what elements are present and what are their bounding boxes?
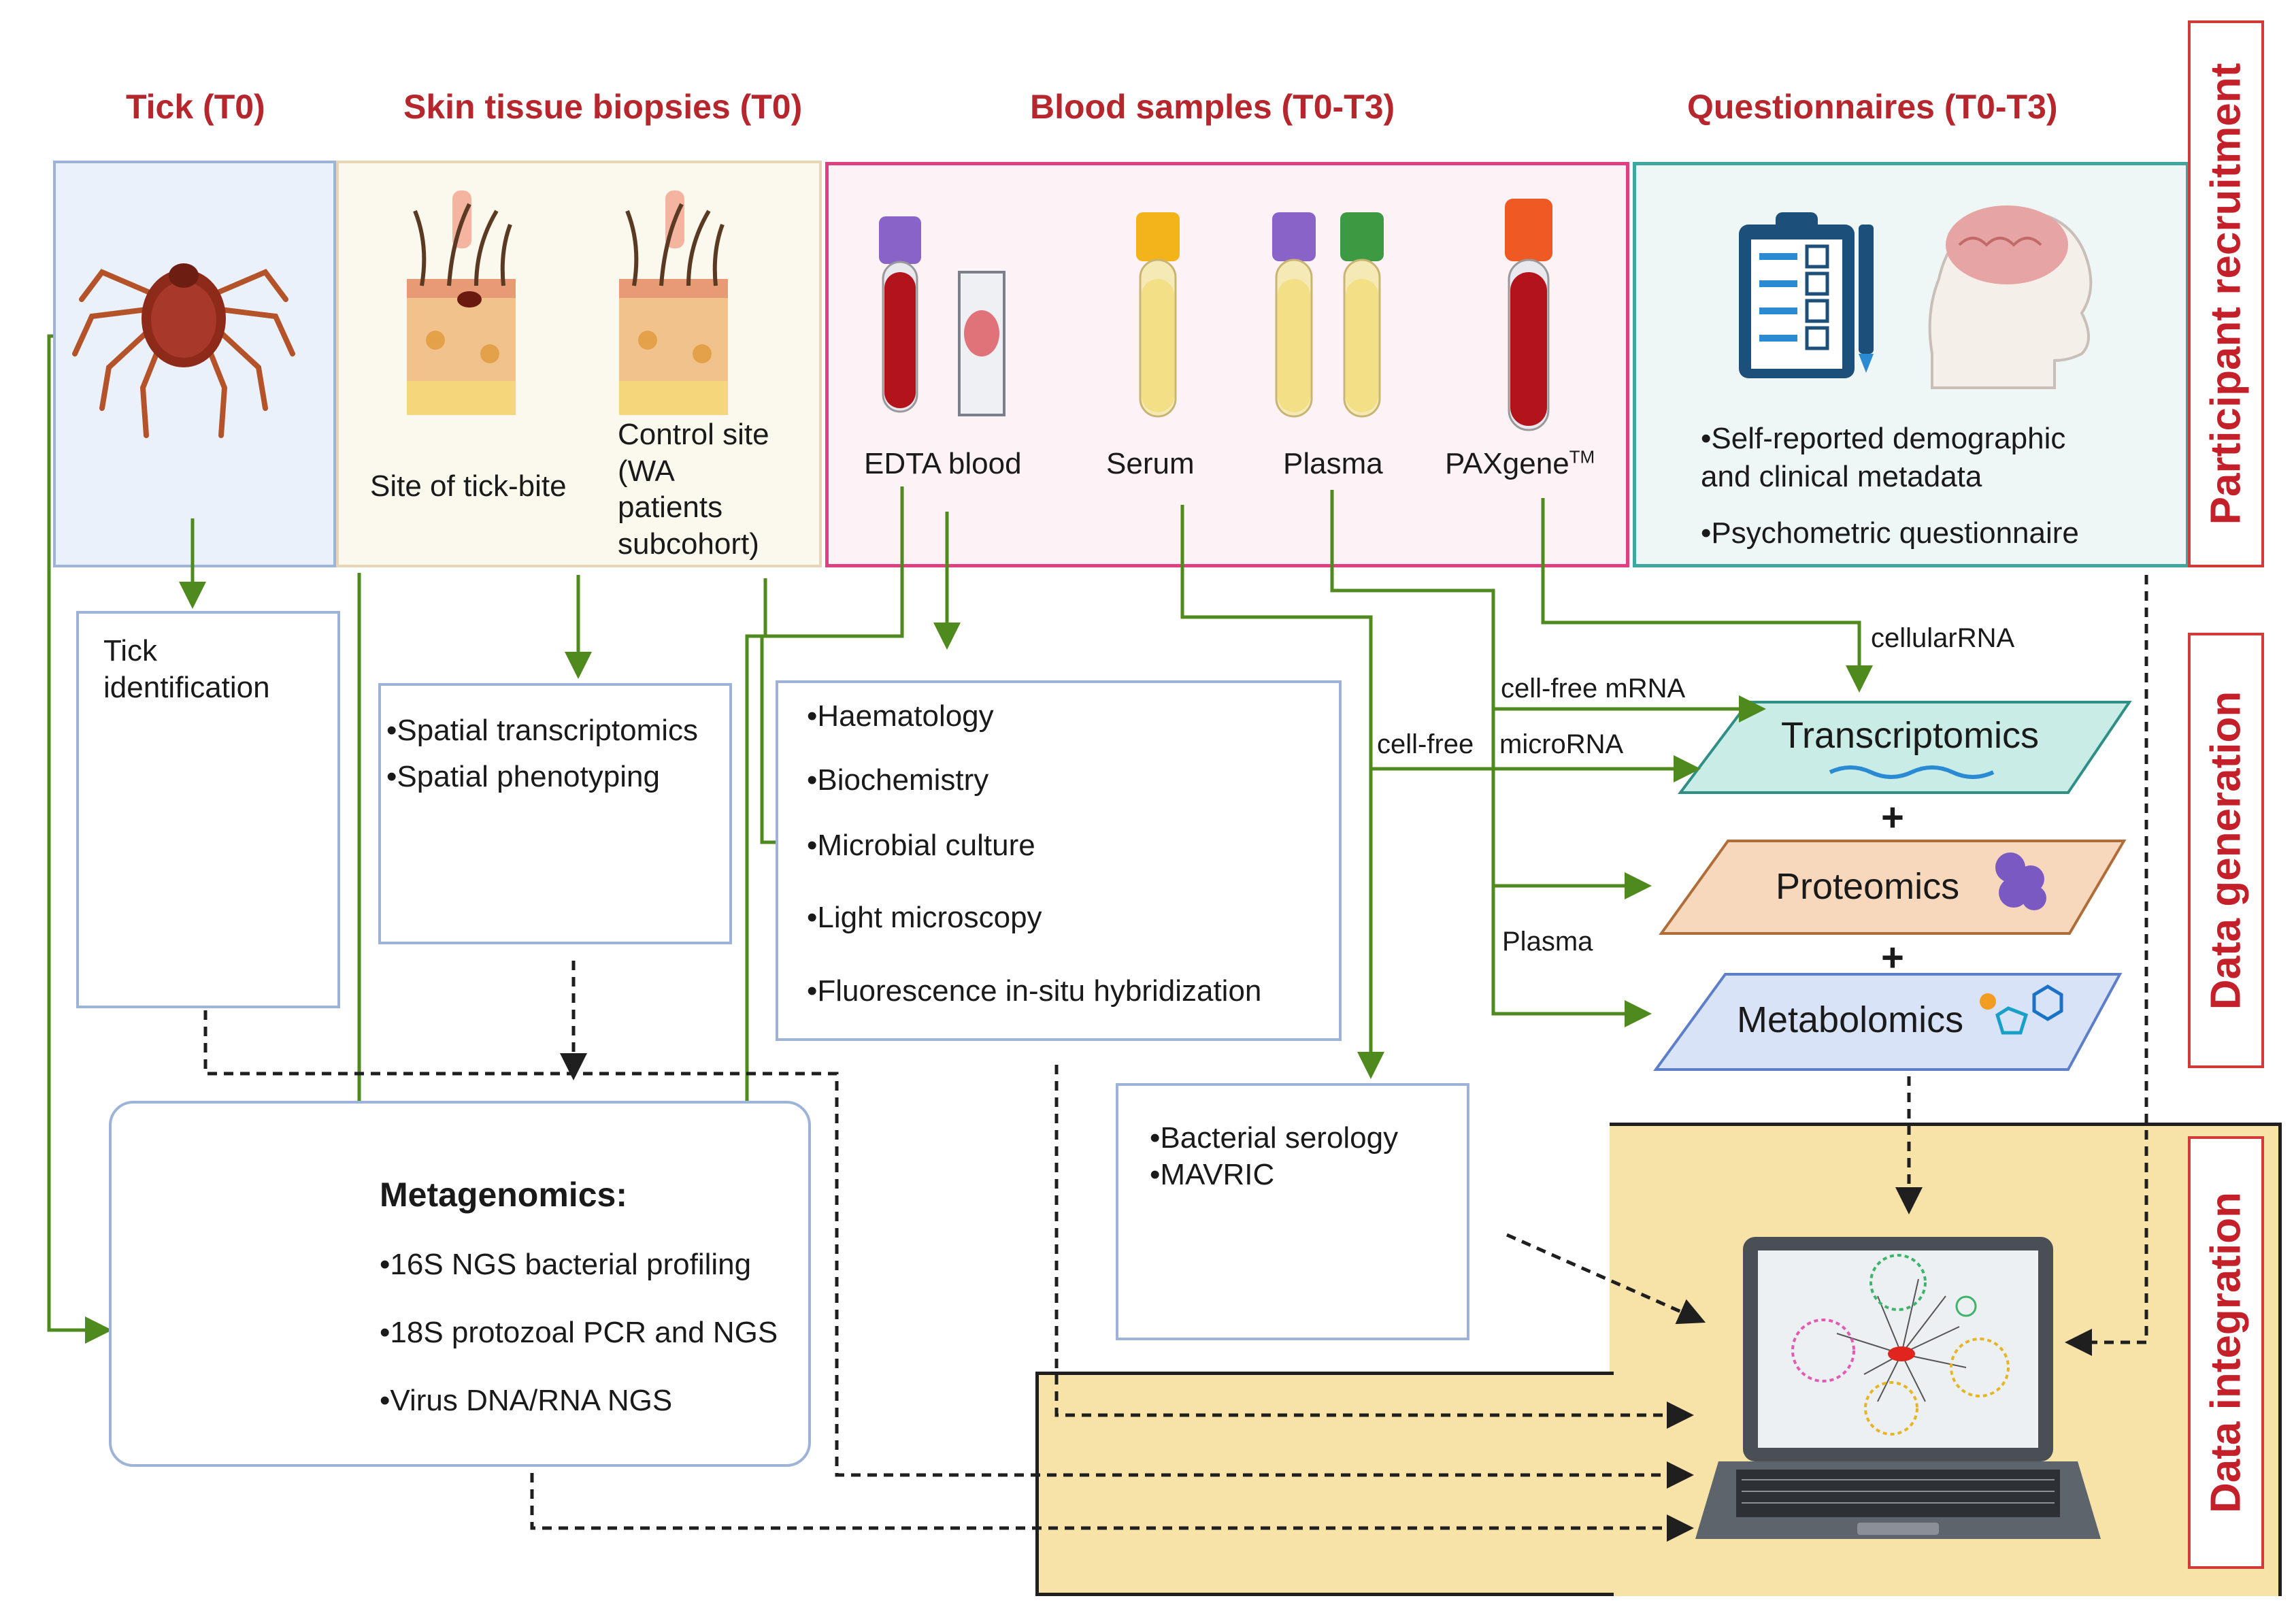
spatial-box: •Spatial transcriptomics •Spatial phenot… — [378, 683, 732, 944]
brain-head-icon — [1928, 205, 2093, 389]
cell-free-mrna-label: cell-free mRNA — [1501, 674, 1686, 703]
arrow-paxgene-to-transcriptomics — [1541, 498, 1873, 693]
plasma-tube-icon-2 — [1340, 212, 1384, 418]
tick-icon — [72, 263, 295, 438]
side-label-integration: Data integration — [2188, 1136, 2264, 1569]
spatial-items: •Spatial transcriptomics •Spatial phenot… — [386, 708, 698, 800]
tick-header: Tick (T0) — [126, 88, 265, 126]
spatial-item: •Spatial transcriptomics — [386, 714, 699, 747]
serum-label: Serum — [1106, 447, 1195, 480]
site-bite-label: Site of tick-bite — [370, 469, 567, 503]
metabolomics-shape — [1653, 973, 2123, 1071]
lab-box: •Haematology •Biochemistry •Microbial cu… — [776, 680, 1342, 1041]
questionnaire-header: Questionnaires (T0-T3) — [1687, 88, 2058, 126]
integration-area-lower — [1035, 1372, 1614, 1596]
arrow-control-to-metagenomics — [733, 578, 767, 1148]
tick-identification-line: Tick — [103, 634, 158, 667]
cellular-rna-label: cellularRNA — [1871, 623, 2015, 653]
dash-tickid-to-laptop — [203, 1010, 1694, 1489]
proteomics-label: Proteomics — [1776, 866, 1960, 907]
blood-header: Blood samples (T0-T3) — [1030, 88, 1395, 126]
control-site-line: patients — [618, 491, 723, 525]
paxgene-text: PAXgene — [1445, 447, 1569, 480]
lab-item: •Biochemistry — [807, 763, 989, 797]
questionnaire-item: •Self-reported demographic — [1701, 422, 2066, 455]
serum-tube-icon — [1136, 212, 1180, 418]
arrow-plasma-to-transcriptomics-mrna — [1330, 490, 1766, 723]
dash-metagenomics-to-laptop — [530, 1473, 1694, 1542]
arrow-edta-to-microbial-culture — [760, 486, 904, 856]
blood-slide-icon — [958, 271, 1005, 416]
microrna-label: microRNA — [1499, 729, 1624, 759]
skin-biopsy-icon-1 — [407, 190, 516, 415]
plasma-label: Plasma — [1283, 447, 1383, 480]
metagenomics-item: •16S NGS bacterial profiling — [380, 1248, 752, 1281]
serology-item: •Bacterial serology — [1150, 1121, 1399, 1155]
rna-strand-icon — [1829, 765, 1995, 779]
dash-serology-to-laptop — [1506, 1233, 1706, 1325]
protein-icon — [1995, 852, 2046, 910]
dash-questionnaire-to-laptop — [2065, 575, 2148, 1356]
spatial-item: •Spatial phenotyping — [386, 760, 660, 794]
metagenomics-title: Metagenomics: — [380, 1176, 627, 1214]
paxgene-label: PAXgeneTM — [1445, 446, 1595, 482]
questionnaire-items: •Self-reported demographic and clinical … — [1701, 420, 2079, 552]
side-label-recruitment: Participant recruitment — [2188, 20, 2264, 567]
metagenomics-item: •Virus DNA/RNA NGS — [380, 1384, 673, 1417]
tick-identification-line: identification — [103, 670, 270, 704]
serology-box: •Bacterial serology •MAVRIC — [1116, 1083, 1469, 1340]
molecule-icon — [1980, 984, 2063, 1035]
tick-identification-box: Tick identification — [76, 611, 340, 1008]
arrow-tick-to-metagenomics — [47, 334, 112, 1344]
plasma-flow-label: Plasma — [1502, 927, 1593, 957]
clipboard-icon — [1739, 212, 1874, 378]
metagenomics-box: Metagenomics: •16S NGS bacterial profili… — [109, 1101, 811, 1467]
paxgene-tube-icon — [1505, 199, 1552, 431]
edta-label: EDTA blood — [864, 447, 1022, 480]
tick-identification-text: Tick identification — [103, 633, 270, 706]
questionnaire-panel — [1633, 162, 2189, 567]
dash-lab-to-laptop — [1054, 1065, 1694, 1429]
metagenomics-item: •18S protozoal PCR and NGS — [380, 1316, 778, 1349]
control-site-line: subcohort) — [618, 527, 759, 561]
paxgene-trademark: TM — [1569, 446, 1595, 467]
arrow-plasma-to-metabolomics — [1491, 886, 1652, 1027]
serology-items: •Bacterial serology •MAVRIC — [1150, 1120, 1398, 1193]
lab-item: •Haematology — [807, 699, 994, 733]
arrow-serum-to-serology — [1180, 505, 1384, 1079]
laptop-icon — [1695, 1237, 2101, 1539]
skin-header: Skin tissue biopsies (T0) — [403, 88, 803, 126]
plasma-tube-icon-1 — [1272, 212, 1316, 418]
transcriptomics-shape — [1677, 701, 2132, 794]
control-site-line: (WA — [618, 454, 675, 488]
cell-free-label: cell-free — [1377, 729, 1474, 759]
control-site-line: Control site — [618, 418, 769, 451]
lab-item: •Microbial culture — [807, 829, 1035, 862]
transcriptomics-label: Transcriptomics — [1781, 715, 2040, 756]
questionnaire-item: •Psychometric questionnaire — [1701, 516, 2079, 550]
plus-sign-1: + — [1881, 795, 1904, 840]
skin-biopsy-icon-2 — [619, 190, 728, 415]
edta-tube-icon — [879, 216, 921, 413]
lab-item: •Fluorescence in-situ hybridization — [807, 974, 1262, 1008]
plus-sign-2: + — [1881, 935, 1904, 980]
questionnaire-item: and clinical metadata — [1701, 459, 1982, 493]
lab-item: •Light microscopy — [807, 901, 1042, 934]
control-site-label: Control site (WA patients subcohort) — [618, 416, 769, 563]
serology-item: •MAVRIC — [1150, 1157, 1275, 1191]
side-label-generation: Data generation — [2188, 633, 2264, 1068]
metabolomics-label: Metabolomics — [1737, 999, 1964, 1040]
